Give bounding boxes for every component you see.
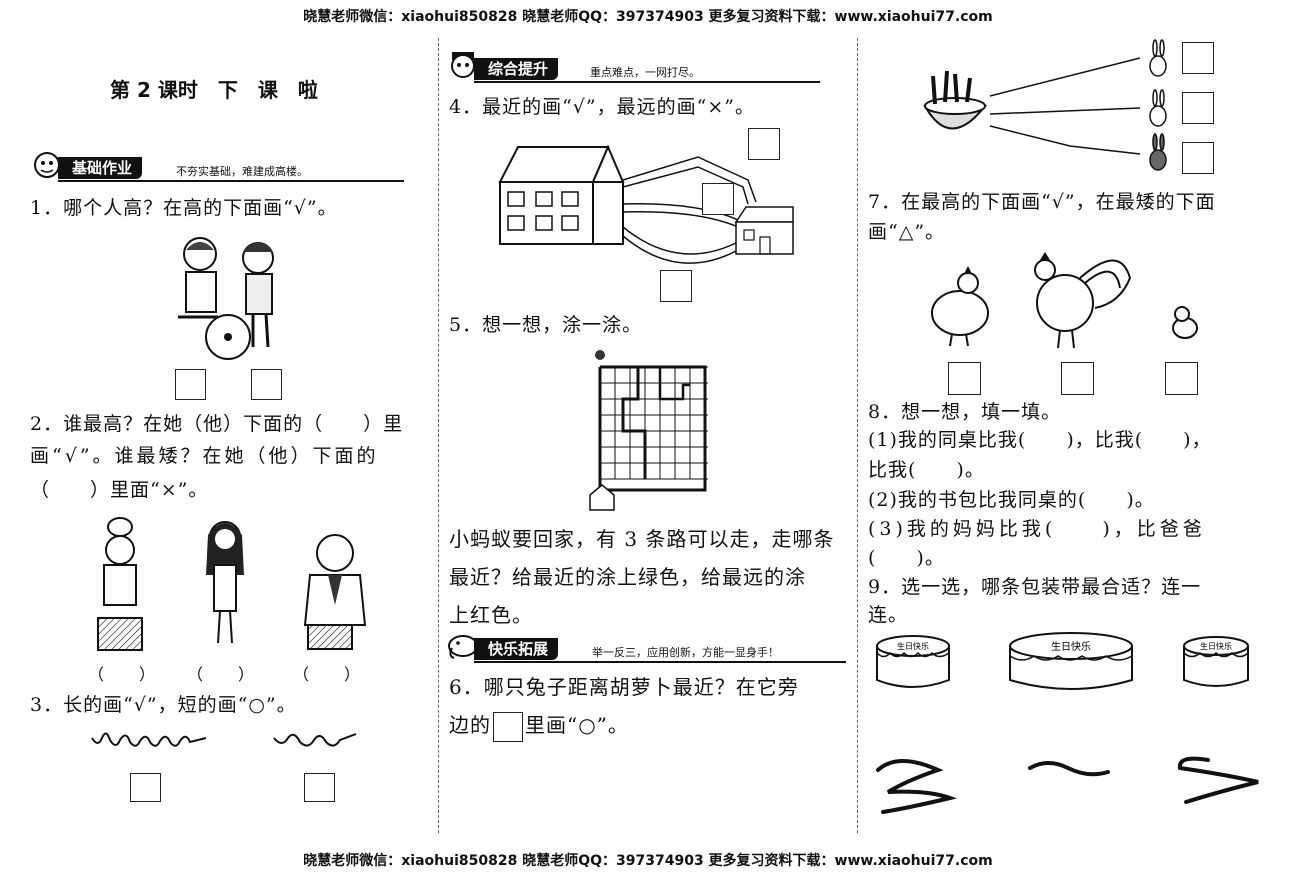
answer-box[interactable] bbox=[175, 369, 206, 400]
section-label: 基础作业 bbox=[58, 157, 143, 179]
question-8-3b: ( )。 bbox=[868, 547, 945, 569]
question-6-line2: 边的里画“○”。 bbox=[449, 710, 629, 742]
section-label: 综合提升 bbox=[474, 58, 559, 80]
section-slogan: 不夯实基础，难建成高楼。 bbox=[176, 165, 308, 178]
question-9-line1: 9．选一选，哪条包装带最合适？连一 bbox=[868, 576, 1202, 598]
hen-rooster-chick-illustration bbox=[931, 252, 1198, 349]
cake-label: 生日快乐 bbox=[1200, 641, 1232, 651]
section-basic: 基础作业 不夯实基础，难建成高楼。 bbox=[28, 152, 406, 182]
question-8: 8．想一想，填一填。 bbox=[868, 401, 1062, 423]
question-2-line3: （ ）里面“×”。 bbox=[30, 479, 209, 501]
question-8-1b: 比我( )。 bbox=[868, 459, 985, 481]
children-wheelchair-illustration bbox=[178, 237, 274, 360]
column-divider bbox=[857, 38, 858, 833]
answer-box[interactable] bbox=[1165, 362, 1198, 395]
answer-box[interactable] bbox=[304, 773, 335, 802]
question-7-line2: 画“△”。 bbox=[868, 221, 946, 243]
question-4: 4．最近的画“√”，最远的画“×”。 bbox=[449, 96, 755, 118]
answer-box[interactable] bbox=[251, 369, 282, 400]
question-9-line2: 连。 bbox=[868, 604, 909, 626]
question-1: 1．哪个人高？在高的下面画“√”。 bbox=[30, 197, 338, 219]
long-spring-line bbox=[91, 732, 207, 747]
answer-box[interactable] bbox=[130, 773, 161, 802]
answer-box[interactable] bbox=[1182, 142, 1214, 174]
cakes-illustration: 生日快乐 生日快乐 生日快乐 bbox=[876, 632, 1249, 690]
page-footer: 晓慧老师微信：xiaohui850828 晓慧老师QQ：397374903 更多… bbox=[303, 853, 993, 869]
answer-box[interactable] bbox=[702, 183, 734, 215]
inline-answer-box bbox=[493, 711, 523, 742]
question-7-line1: 7．在最高的下面画“√”，在最矮的下面 bbox=[868, 191, 1216, 213]
answer-paren[interactable]: （ ） bbox=[293, 665, 362, 684]
rabbits-carrot-basket-illustration bbox=[923, 39, 1167, 171]
section-comprehensive: 综合提升 重点难点，一网打尽。 bbox=[444, 52, 824, 83]
three-people-illustration bbox=[97, 517, 367, 651]
section-extension: 快乐拓展 举一反三，应用创新，方能一显身手！ bbox=[444, 635, 848, 663]
question-8-3a: (3)我的妈妈比我( )，比爸爸 bbox=[868, 518, 1206, 540]
page-header: 晓慧老师微信：xiaohui850828 晓慧老师QQ：397374903 更多… bbox=[303, 9, 993, 25]
question-3: 3．长的画“√”，短的画“○”。 bbox=[30, 694, 297, 716]
question-2-line2: 画“√”。谁最矮？在她（他）下面的 bbox=[30, 445, 379, 467]
cartoon-mascot-icon bbox=[451, 52, 475, 78]
lesson-title: 第 2 课时 下 课 啦 bbox=[110, 78, 318, 102]
cake-label: 生日快乐 bbox=[1051, 640, 1091, 653]
question-2-line1: 2．谁最高？在她（他）下面的（ ）里 bbox=[30, 413, 404, 435]
answer-paren[interactable]: （ ） bbox=[88, 665, 157, 684]
answer-box[interactable] bbox=[948, 362, 981, 395]
question-5-text: 小蚂蚁要回家，有 3 条路可以走，走哪条 最近？给最近的涂上绿色，给最远的涂 上… bbox=[449, 527, 835, 627]
short-spring-line bbox=[273, 733, 357, 747]
question-6-line1: 6．哪只兔子距离胡萝卜最近？在它旁 bbox=[449, 675, 799, 699]
question-5: 5．想一想，涂一涂。 bbox=[449, 314, 643, 336]
answer-box[interactable] bbox=[1061, 362, 1094, 395]
answer-paren[interactable]: （ ） bbox=[187, 665, 256, 684]
ant-maze-grid bbox=[589, 350, 708, 511]
section-slogan: 重点难点，一网打尽。 bbox=[590, 66, 700, 79]
ribbons-illustration bbox=[876, 756, 1259, 814]
section-slogan: 举一反三，应用创新，方能一显身手！ bbox=[592, 646, 779, 659]
question-8-2: (2)我的书包比我同桌的( )。 bbox=[868, 489, 1155, 511]
answer-box[interactable] bbox=[1182, 42, 1214, 74]
answer-box[interactable] bbox=[748, 128, 780, 160]
houses-paths-illustration bbox=[498, 144, 794, 264]
cake-label: 生日快乐 bbox=[897, 641, 929, 651]
answer-box[interactable] bbox=[660, 270, 692, 302]
question-8-1a: (1)我的同桌比我( )，比我( )， bbox=[868, 429, 1212, 451]
section-label: 快乐拓展 bbox=[474, 638, 559, 660]
column-divider bbox=[438, 38, 439, 833]
answer-box[interactable] bbox=[1182, 92, 1214, 124]
